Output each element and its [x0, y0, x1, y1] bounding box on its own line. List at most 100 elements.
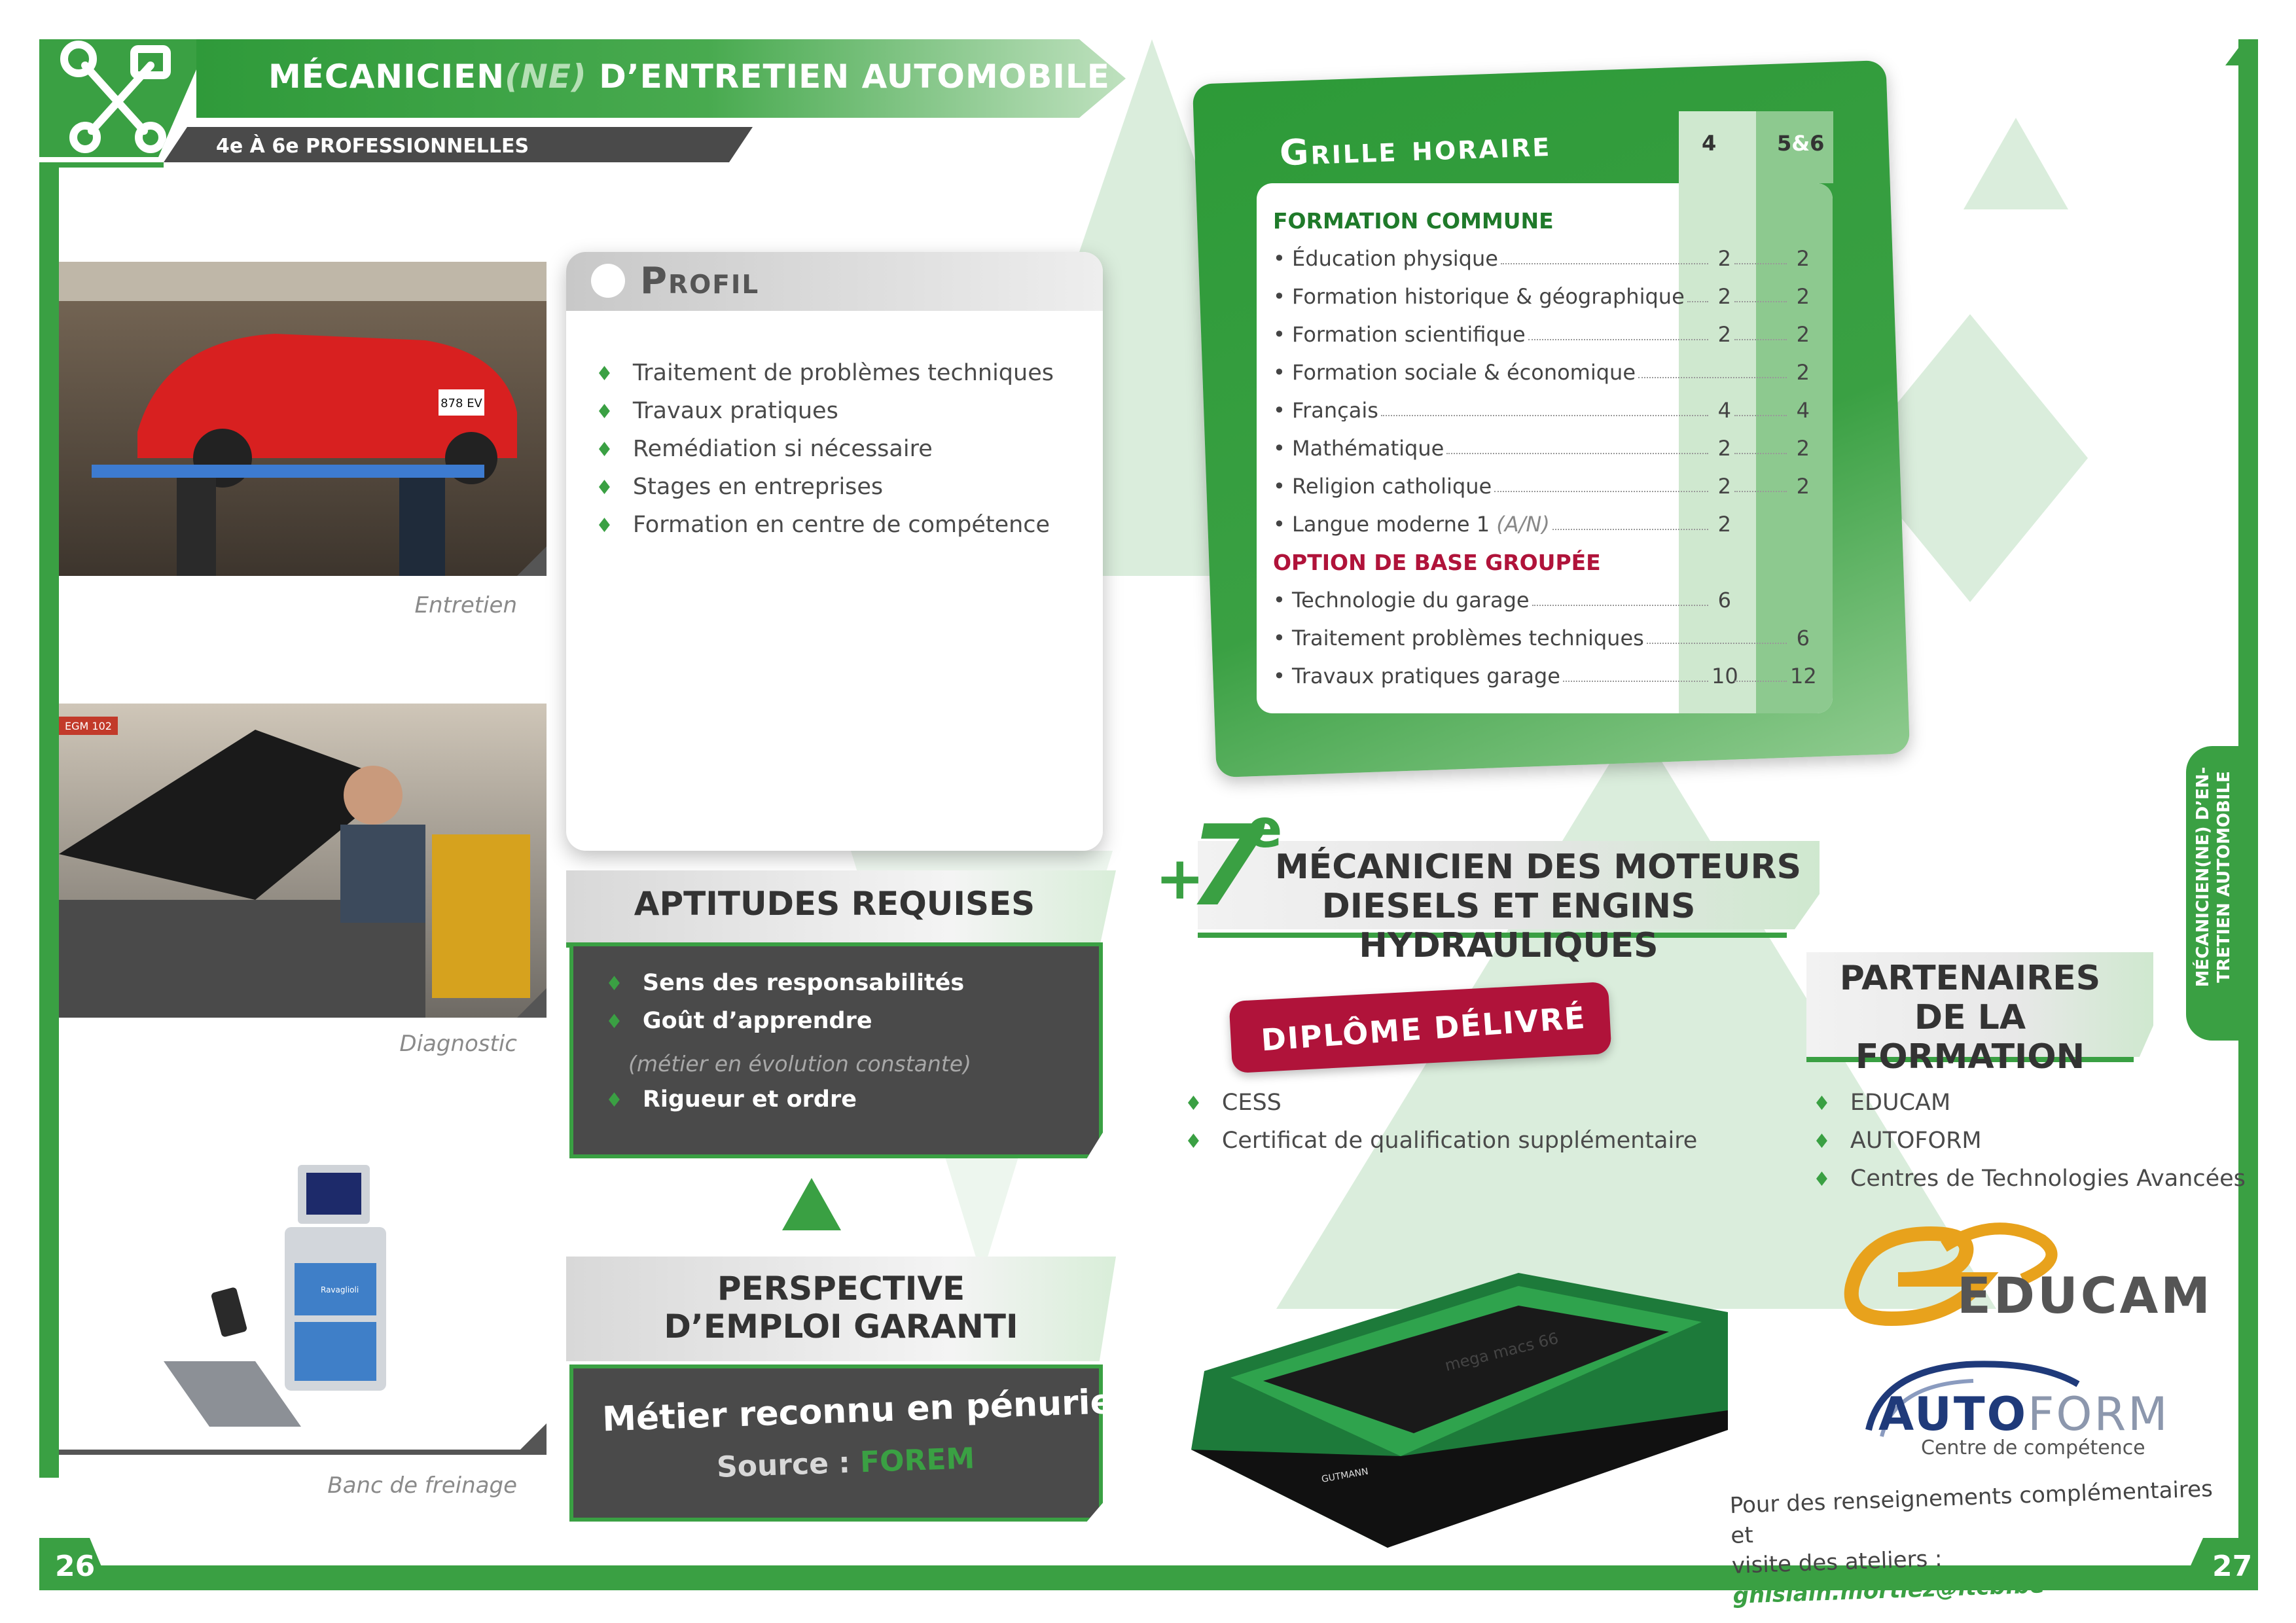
bullet-icon: •: [1273, 474, 1293, 499]
grille-value-4: 4: [1717, 398, 1731, 423]
dot-leader: [1446, 453, 1708, 454]
circle-icon: [591, 264, 625, 298]
dot-leader: [1638, 377, 1787, 378]
photo-caption: Entretien: [414, 592, 517, 618]
list-item: ♦EDUCAM: [1813, 1090, 1951, 1116]
grille-value-56: 2: [1796, 474, 1810, 499]
educam-logo-text: EDUCAM: [1957, 1266, 2213, 1325]
grille-column-4: [1679, 183, 1756, 713]
partenaires-underline: [1806, 1057, 2134, 1062]
photo-entretien: 878 EV: [59, 262, 547, 576]
dot-leader: [1734, 491, 1787, 492]
grille-row-label: • Traitement problèmes techniques: [1273, 626, 1644, 651]
autoform-logo: [1865, 1361, 2080, 1437]
grille-value-4: 2: [1717, 512, 1731, 537]
list-item: ♦Sens des responsabilités: [605, 970, 965, 996]
grille-value-56: 12: [1790, 664, 1817, 688]
autoform-logo-text: AUTOFORM: [1878, 1387, 2170, 1441]
dot-leader: [1734, 339, 1787, 340]
dot-leader: [1494, 491, 1708, 492]
bullet-icon: •: [1273, 246, 1293, 271]
grille-value-56: 2: [1796, 436, 1810, 461]
list-item: ♦CESS: [1185, 1090, 1282, 1116]
dot-leader: [1528, 339, 1708, 340]
header-band: [196, 39, 1126, 118]
perspective-header: [566, 1257, 1116, 1361]
grille-value-56: 2: [1796, 246, 1810, 271]
perspective-title: PERSPECTIVE D’EMPLOI GARANTI: [664, 1270, 1018, 1346]
bullet-icon: •: [1273, 322, 1293, 347]
diamond-icon: ♦: [596, 438, 613, 461]
dot-leader: [1532, 605, 1708, 606]
aptitudes-box: [569, 942, 1103, 1158]
bullet-icon: •: [1273, 588, 1293, 613]
frame-bottom-left: [39, 1565, 1126, 1590]
aptitudes-title: APTITUDES REQUISES: [634, 885, 1035, 923]
diamond-icon: ♦: [1813, 1092, 1831, 1115]
grille-row-label: • Mathématique: [1273, 436, 1444, 461]
grille-section-title: OPTION DE BASE GROUPÉE: [1273, 550, 1601, 575]
diamond-icon: ♦: [605, 1089, 623, 1112]
page-subtitle: 4e À 6e PROFESSIONNELLES: [216, 135, 529, 158]
license-plate: 878 EV: [440, 397, 482, 410]
diamond-icon: ♦: [596, 476, 613, 499]
grille-value-56: 4: [1796, 398, 1810, 423]
dot-leader: [1734, 453, 1787, 454]
bullet-icon: •: [1273, 360, 1293, 385]
grille-value-4: 2: [1717, 322, 1731, 347]
septieme-underline: [1198, 933, 1787, 938]
grille-value-56: 2: [1796, 360, 1810, 385]
photo-diagnostic: EGM 102: [59, 704, 547, 1018]
grille-row-label: • Langue moderne 1 (A/N): [1273, 512, 1550, 537]
grille-row-label: • Technologie du garage: [1273, 588, 1530, 613]
page-title: MÉCANICIEN(NE) D’ENTRETIEN AUTOMOBILE: [268, 58, 1110, 96]
bullet-icon: •: [1273, 626, 1293, 651]
dot-leader: [1501, 263, 1708, 264]
list-item: ♦Traitement de problèmes techniques: [596, 360, 1054, 386]
septieme-title: MÉCANICIEN DES MOTEURS DIESELS ET ENGINS…: [1274, 847, 1802, 965]
grille-row: • Traitement problèmes techniques 6: [1273, 626, 1823, 652]
septieme-sup: e: [1247, 798, 1283, 859]
bullet-icon: •: [1273, 284, 1293, 309]
list-item: ♦Travaux pratiques: [596, 398, 838, 424]
bullet-icon: •: [1273, 436, 1293, 461]
grille-row-label: • Formation historique & géographique: [1273, 284, 1685, 309]
list-item: ♦Goût d’apprendre: [605, 1008, 872, 1034]
list-item: ♦Centres de Technologies Avancées: [1813, 1166, 2246, 1192]
diamond-icon: ♦: [1185, 1092, 1202, 1115]
diamond-icon: ♦: [596, 514, 613, 537]
diamond-icon: ♦: [596, 363, 613, 385]
septieme-number: 7: [1188, 802, 1266, 931]
educam-logo: [1844, 1222, 2058, 1327]
grille-col-header-56: 5&6: [1777, 131, 1825, 156]
aptitudes-note: (métier en évolution constante): [628, 1051, 971, 1077]
photo-caption: Banc de freinage: [327, 1472, 517, 1499]
diamond-icon: ♦: [1185, 1130, 1202, 1153]
dot-leader: [1381, 415, 1708, 416]
photo-caption: Diagnostic: [399, 1031, 517, 1057]
dot-leader: [1734, 415, 1787, 416]
grille-value-56: 6: [1796, 626, 1810, 651]
profil-header: [566, 252, 1103, 311]
wall-sign: EGM 102: [65, 720, 112, 732]
grille-value-4: 2: [1717, 436, 1731, 461]
grille-value-4: 2: [1717, 246, 1731, 271]
grille-col-header-4: 4: [1702, 131, 1717, 156]
grille-value-4: 2: [1717, 474, 1731, 499]
grille-col-header-bg: [1756, 111, 1833, 183]
dot-leader: [1734, 263, 1787, 264]
dot-leader: [1734, 681, 1787, 682]
grille-value-4: 2: [1717, 284, 1731, 309]
side-tab: [2186, 746, 2238, 1041]
wrench-piston-icon: [60, 41, 171, 153]
septieme-plus: +: [1155, 844, 1205, 913]
list-item: ♦Certificat de qualification supplémenta…: [1185, 1128, 1698, 1154]
grille-value-56: 2: [1796, 322, 1810, 347]
grille-column-56: [1756, 183, 1833, 713]
